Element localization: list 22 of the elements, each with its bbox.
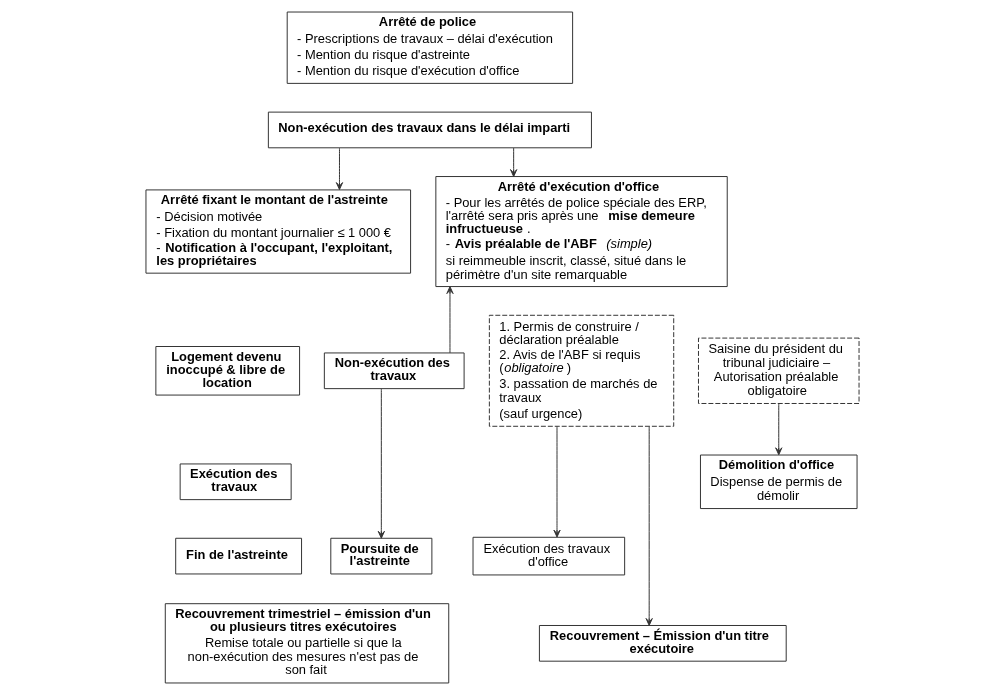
node-box: Non-exécution des travaux xyxy=(323,352,465,390)
arrow xyxy=(377,388,385,539)
arrow xyxy=(445,286,454,354)
arrow xyxy=(645,426,653,626)
node-box: Non-exécution des travaux dans le délai imparti xyxy=(267,111,592,149)
node-box: Saisine du président du tribunal judiciaire – Autorisation préalable obligatoire xyxy=(697,337,860,404)
arrow xyxy=(509,147,517,177)
node-box: 1. Permis de construire / déclaration préalable 2. Avis de l'ABF si requis (obligatoire) 3. passation de marchés de travaux (sauf urgence) xyxy=(488,314,674,427)
node-box: Arrêté d'exécution d'office - Pour les arrêtés de police spéciale des ERP, l'arrêté sera pris après une mise demeure infructueuse. - Avis préalable de l'ABF (simple) si reimmeuble inscrit, classé, situé dans le périmètre d'un site remarquable xyxy=(434,176,728,288)
node-box: Exécution des travaux d'office xyxy=(472,536,625,576)
arrow xyxy=(774,403,782,456)
node-box: Exécution des travaux xyxy=(179,463,292,501)
node-box: Fin de l'astreinte xyxy=(174,537,302,575)
node-box: Recouvrement – Émission d'un titre exécutoire xyxy=(538,625,787,662)
node-box: Démolition d'office Dispense de permis de démolir xyxy=(699,454,858,510)
node-box: Poursuite de l'astreinte xyxy=(329,537,432,575)
arrow xyxy=(552,425,561,538)
node-box: Arrêté fixant le montant de l'astreinte - Décision motivée - Fixation du montant journalier ≤ 1 000 € - Notification à l'occupant, l'exploitant, les propriétaires xyxy=(144,189,411,274)
arrow xyxy=(335,147,343,190)
node-box: Logement devenu inoccupé & libre de location xyxy=(154,346,300,396)
node-box: Recouvrement trimestriel – émission d'un ou plusieurs titres exécutoires Remise totale ou partielle si que la non-exécution des mesures n'est pas de son fait xyxy=(164,603,449,684)
node-box: Arrêté de police - Prescriptions de travaux – délai d'exécution - Mention du risque d'astreinte - Mention du risque d'exécution d'office xyxy=(286,11,573,84)
